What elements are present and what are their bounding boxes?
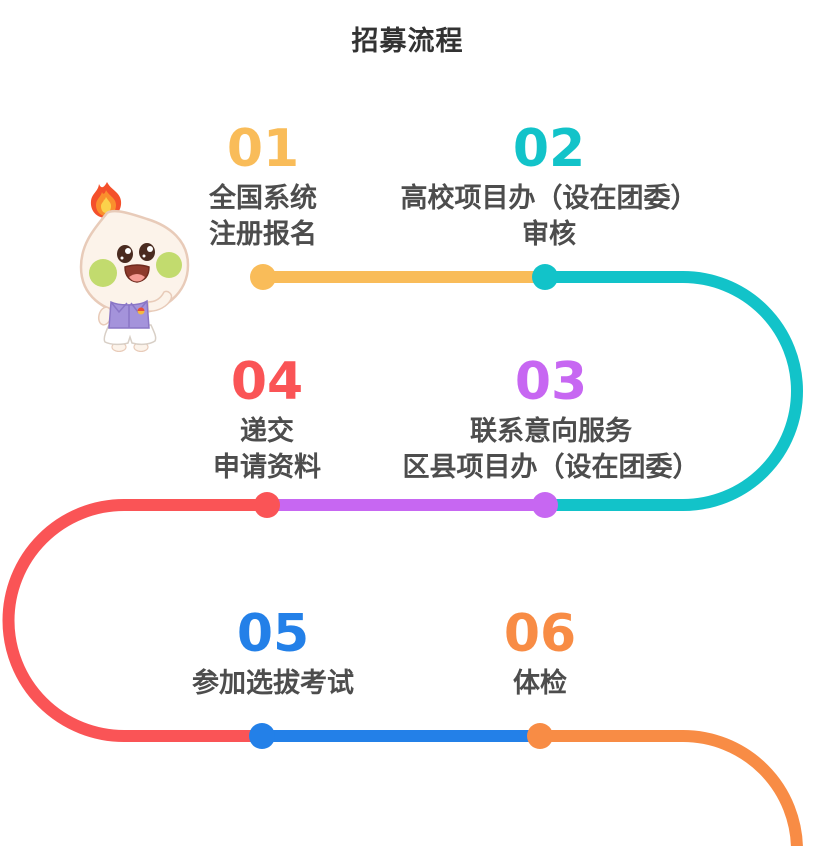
step-04-label-line2: 申请资料 [213, 452, 321, 482]
mascot-body [97, 290, 173, 352]
step-01-label-line1: 全国系统 [209, 183, 317, 213]
segment-02-03 [545, 271, 803, 511]
node-02 [532, 264, 558, 290]
step-03: 03 联系意向服务 区县项目办（设在团委） [403, 356, 700, 485]
step-04-number: 04 [230, 352, 304, 412]
step-06: 06 体检 [504, 608, 576, 701]
step-06-label-line1: 体检 [513, 668, 567, 698]
step-05: 05 参加选拔考试 [192, 608, 354, 701]
mascot-onion [79, 182, 190, 352]
step-01-number: 01 [226, 119, 300, 179]
node-01 [250, 264, 276, 290]
step-04-label-line1: 递交 [240, 416, 294, 446]
mascot-head [79, 209, 190, 315]
mascot-flame-icon [90, 182, 122, 218]
node-06 [527, 723, 553, 749]
step-02-number: 02 [512, 119, 586, 179]
step-01-label-line2: 注册报名 [209, 219, 317, 249]
segment-04-05 [2, 499, 267, 742]
segment-06-07 [540, 730, 803, 846]
step-01: 01 全国系统 注册报名 [209, 123, 317, 252]
step-03-label-line1: 联系意向服务 [470, 416, 632, 446]
node-04 [254, 492, 280, 518]
step-04: 04 递交 申请资料 [213, 356, 321, 485]
step-03-number: 03 [514, 352, 588, 412]
step-06-number: 06 [503, 604, 577, 664]
step-02: 02 高校项目办（设在团委） 审核 [401, 123, 698, 252]
step-07-number-peek: 07 [509, 843, 581, 846]
step-02-label-line2: 审核 [522, 219, 576, 249]
node-05 [249, 723, 275, 749]
node-03 [532, 492, 558, 518]
step-02-label-line1: 高校项目办（设在团委） [400, 183, 698, 213]
step-05-number: 05 [236, 604, 310, 664]
step-05-label-line1: 参加选拔考试 [192, 668, 354, 698]
step-03-label-line2: 区县项目办（设在团委） [402, 452, 700, 482]
page-title: 招募流程 [351, 26, 464, 56]
